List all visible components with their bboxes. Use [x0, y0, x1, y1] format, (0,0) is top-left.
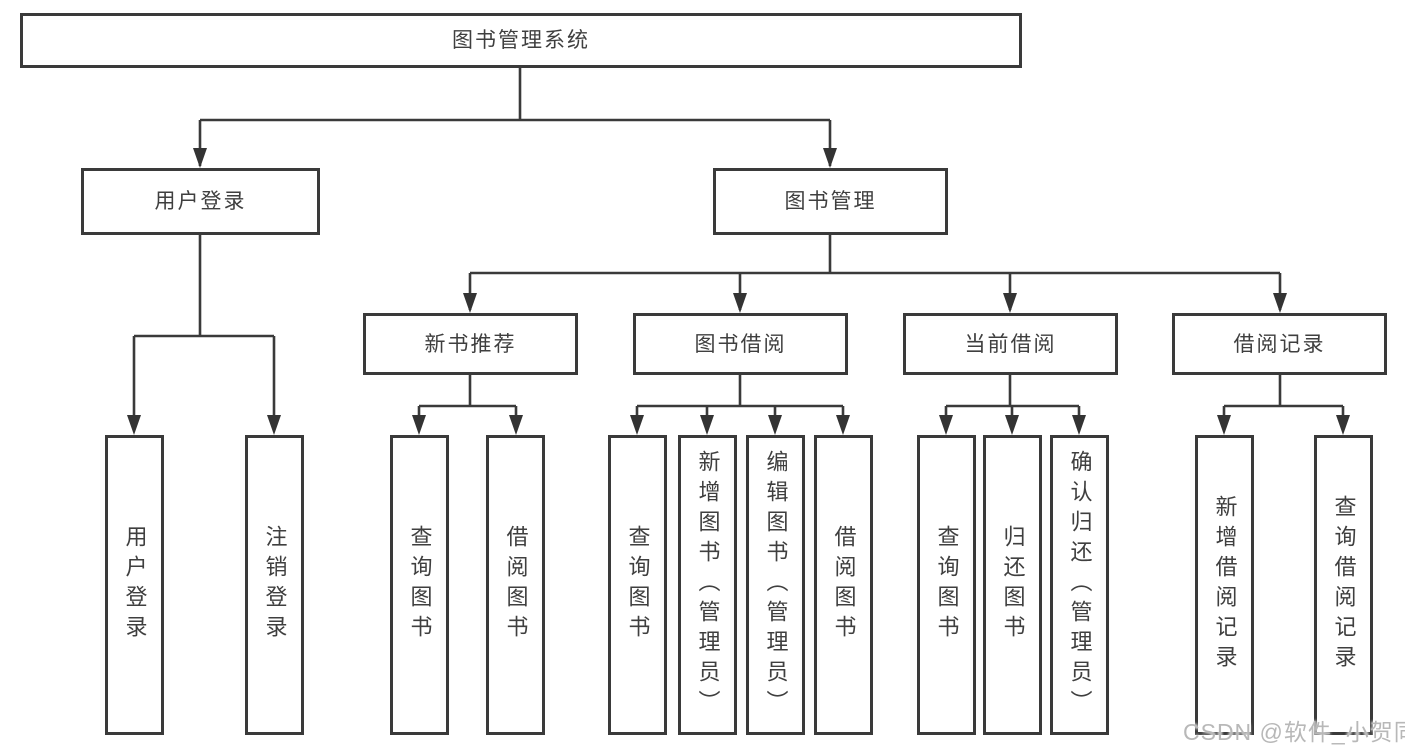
leaf-return-books-label: 归还图书: [1000, 525, 1026, 645]
leaf-user-login-label: 用户登录: [122, 525, 148, 645]
leaf-logout-label: 注销登录: [262, 525, 288, 645]
node-book-management: 图书管理: [713, 168, 948, 235]
node-book-management-label: 图书管理: [784, 190, 877, 213]
arrow-down-icon: [1005, 415, 1019, 435]
arrow-down-icon: [1003, 293, 1017, 313]
node-borrow-records: 借阅记录: [1172, 313, 1387, 375]
leaf-user-login: 用户登录: [105, 435, 164, 735]
node-root-label: 图书管理系统: [452, 29, 590, 52]
leaf-confirm-return-admin-label: 确认归还（管理员）: [1067, 450, 1093, 720]
arrow-down-icon: [463, 293, 477, 313]
node-book-borrowing: 图书借阅: [633, 313, 848, 375]
leaf-borrow-books-recommend: 借阅图书: [486, 435, 545, 735]
leaf-add-borrow-record: 新增借阅记录: [1195, 435, 1254, 735]
arrow-down-icon: [267, 415, 281, 435]
arrow-down-icon: [733, 293, 747, 313]
leaf-borrow-books-recommend-label: 借阅图书: [503, 525, 529, 645]
connector-path: [1222, 375, 1345, 431]
leaf-add-book-admin-label: 新增图书（管理员）: [695, 450, 721, 720]
arrow-down-icon: [939, 415, 953, 435]
arrow-down-icon: [1217, 415, 1231, 435]
leaf-add-borrow-record-label: 新增借阅记录: [1212, 495, 1238, 675]
arrow-down-icon: [509, 415, 523, 435]
node-borrow-records-label: 借阅记录: [1233, 332, 1326, 356]
leaf-query-books-borrow-label: 查询图书: [625, 525, 651, 645]
arrow-down-icon: [630, 415, 644, 435]
leaf-query-books-current: 查询图书: [917, 435, 976, 735]
leaf-query-books-recommend-label: 查询图书: [407, 525, 433, 645]
node-current-borrowing: 当前借阅: [903, 313, 1118, 375]
leaf-query-books-recommend: 查询图书: [390, 435, 449, 735]
arrow-down-icon: [1273, 293, 1287, 313]
arrow-down-icon: [412, 415, 426, 435]
leaf-confirm-return-admin: 确认归还（管理员）: [1050, 435, 1109, 735]
node-new-book-recommend: 新书推荐: [363, 313, 578, 375]
watermark: CSDN @软件_小贺同学: [1183, 719, 1405, 745]
connector-path: [198, 68, 832, 166]
leaf-query-books-borrow: 查询图书: [608, 435, 667, 735]
arrow-down-icon: [823, 148, 837, 168]
connector-path: [417, 375, 518, 431]
leaf-query-borrow-record: 查询借阅记录: [1314, 435, 1373, 735]
node-current-borrowing-label: 当前借阅: [964, 332, 1057, 356]
arrow-down-icon: [127, 415, 141, 435]
node-user-login-label: 用户登录: [154, 190, 247, 213]
connector-path: [468, 235, 1282, 310]
arrow-down-icon: [836, 415, 850, 435]
leaf-logout: 注销登录: [245, 435, 304, 735]
node-user-login: 用户登录: [81, 168, 320, 235]
arrow-down-icon: [1072, 415, 1086, 435]
arrow-down-icon: [193, 148, 207, 168]
connector-path: [635, 375, 845, 431]
leaf-return-books: 归还图书: [983, 435, 1042, 735]
leaf-query-borrow-record-label: 查询借阅记录: [1331, 495, 1357, 675]
leaf-query-books-current-label: 查询图书: [934, 525, 960, 645]
node-root: 图书管理系统: [20, 13, 1022, 68]
arrow-down-icon: [700, 415, 714, 435]
leaf-edit-book-admin-label: 编辑图书（管理员）: [763, 450, 789, 720]
arrow-down-icon: [1336, 415, 1350, 435]
node-new-book-recommend-label: 新书推荐: [424, 332, 517, 356]
leaf-borrow-books-borrow: 借阅图书: [814, 435, 873, 735]
connector-path: [132, 235, 276, 431]
arrow-down-icon: [768, 415, 782, 435]
node-book-borrowing-label: 图书借阅: [694, 332, 787, 356]
leaf-borrow-books-borrow-label: 借阅图书: [831, 525, 857, 645]
leaf-edit-book-admin: 编辑图书（管理员）: [746, 435, 805, 735]
leaf-add-book-admin: 新增图书（管理员）: [678, 435, 737, 735]
